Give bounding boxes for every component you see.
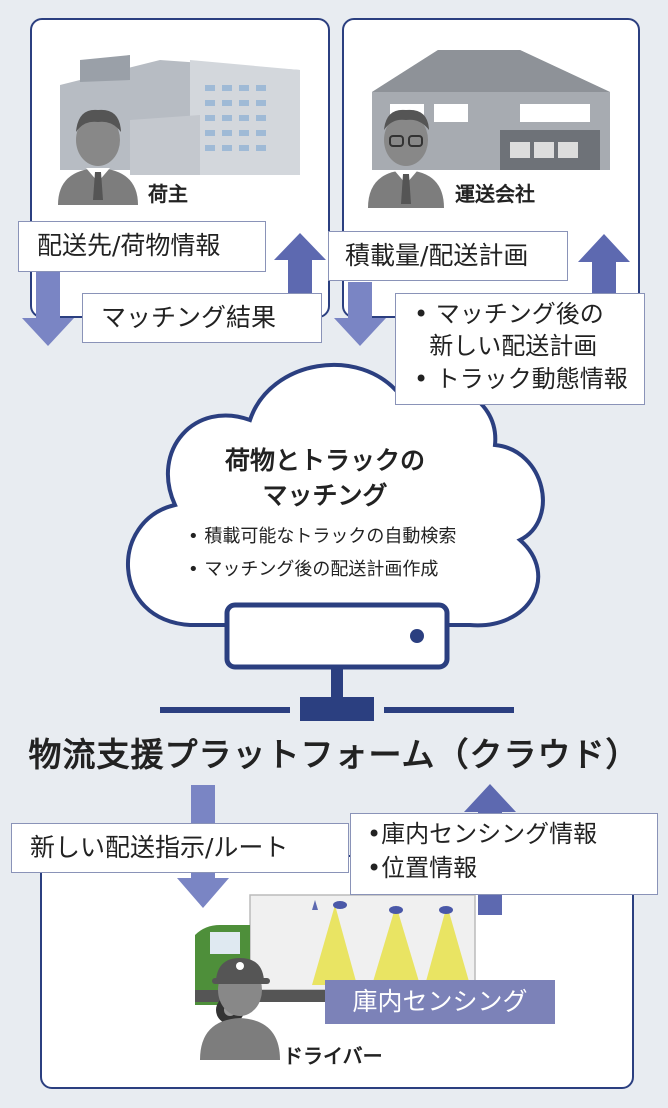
- cloud-title-line2: マッチング: [262, 481, 388, 510]
- carrier-person-icon: [368, 109, 444, 208]
- driver-up-item: •位置情報: [367, 853, 478, 882]
- shipper-down-arrow: [22, 268, 74, 346]
- shipper-down-label: マッチング結果: [82, 293, 322, 343]
- carrier-label: 運送会社: [455, 182, 535, 206]
- cloud-shape: [126, 362, 545, 628]
- driver-person-icon: [200, 958, 280, 1060]
- cloud-bullet: • 積載可能なトラックの自動検索: [188, 526, 457, 547]
- carrier-up-arrow: [578, 234, 630, 295]
- carrier-up-label: 積載量/配送計画: [328, 231, 568, 281]
- carrier-down-item: • マッチング後の: [414, 300, 604, 328]
- cloud-title: 荷物とトラックの マッチング: [180, 443, 470, 513]
- driver-up-label: •庫内センシング情報 •位置情報: [350, 813, 658, 895]
- carrier-down-arrow: [334, 282, 386, 346]
- shipper-up-label: 配送先/荷物情報: [18, 221, 266, 272]
- driver-up-item: •庫内センシング情報: [367, 820, 598, 848]
- driver-label: ドライバー: [283, 1044, 383, 1068]
- server-icon: [160, 602, 514, 721]
- carrier-down-item: 新しい配送計画: [429, 332, 598, 361]
- carrier-down-label: • マッチング後の 新しい配送計画 • トラック動態情報: [395, 293, 645, 405]
- sensing-label: 庫内センシング: [325, 980, 555, 1024]
- shipper-label: 荷主: [148, 182, 188, 206]
- carrier-down-item: • トラック動態情報: [414, 364, 628, 393]
- shipper-person-icon: [58, 109, 138, 205]
- cloud-title-line1: 荷物とトラックの: [224, 446, 425, 475]
- shipper-up-arrow: [274, 233, 326, 318]
- driver-down-label: 新しい配送指示/ルート: [11, 823, 349, 873]
- cloud-bullet: • マッチング後の配送計画作成: [188, 559, 439, 581]
- cloud-bullets: • 積載可能なトラックの自動検索 • マッチング後の配送計画作成: [188, 520, 456, 587]
- factory-building-icon: [60, 55, 300, 175]
- platform-title: 物流支援プラットフォーム（クラウド）: [28, 735, 640, 774]
